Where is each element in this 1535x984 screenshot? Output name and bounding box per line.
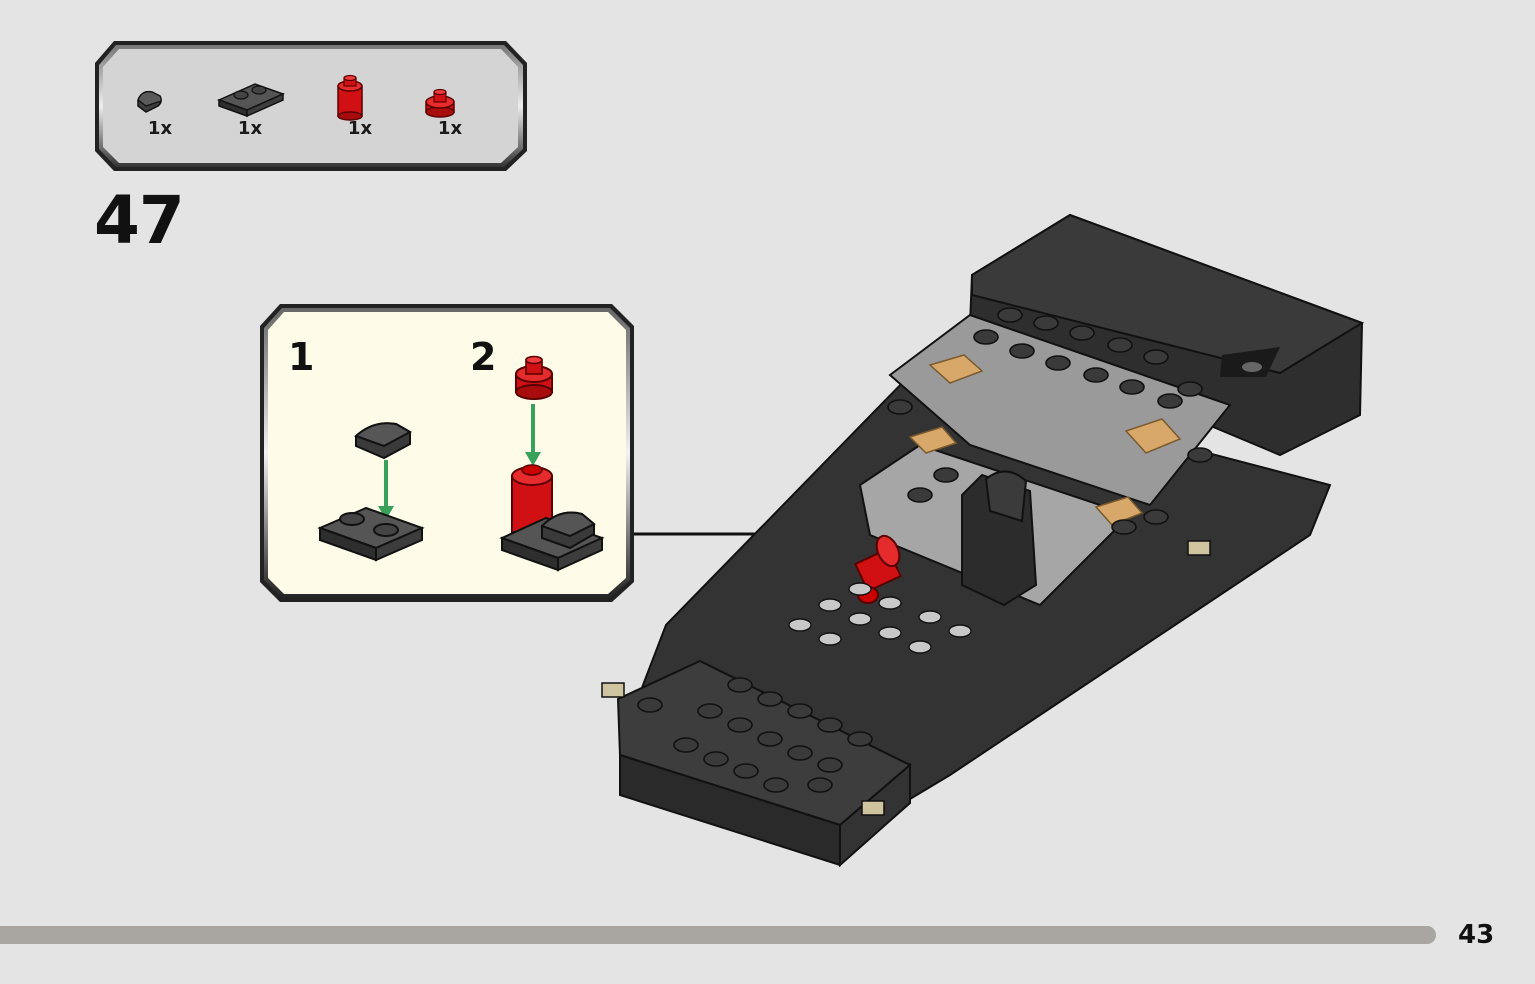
part-quantity: 1x [237,118,263,139]
part-quantity: 1x [347,118,373,139]
parts-callout-frame [95,41,527,171]
page-number: 43 [1458,920,1495,950]
progress-bar [0,926,1436,944]
part-item-round-tile: 1x [130,90,190,139]
dark-gray-round-tile-icon [137,90,162,113]
sub-assembly-callout: 1 2 [258,302,636,604]
part-item-round-brick: 1x [330,74,390,139]
part-item-plate-1x2: 1x [216,83,285,139]
part-quantity: 1x [437,118,463,139]
tan-axle-pins [601,540,1211,816]
sub-step-2-illustration [499,355,605,572]
sub-step-1-illustration [317,422,425,562]
car-model-illustration [601,213,1365,868]
sub-step-label: 1 [288,335,315,379]
dark-gray-plate-1x2-icon [216,83,285,118]
parts-list-callout: 1x 1x 1x 1x [92,38,530,174]
part-quantity: 1x [147,118,173,139]
red-round-brick-icon [337,74,363,121]
step-number: 47 [94,182,185,259]
red-round-plate-icon [425,88,455,118]
sub-step-label: 2 [470,335,497,379]
part-item-round-plate: 1x [420,88,480,139]
